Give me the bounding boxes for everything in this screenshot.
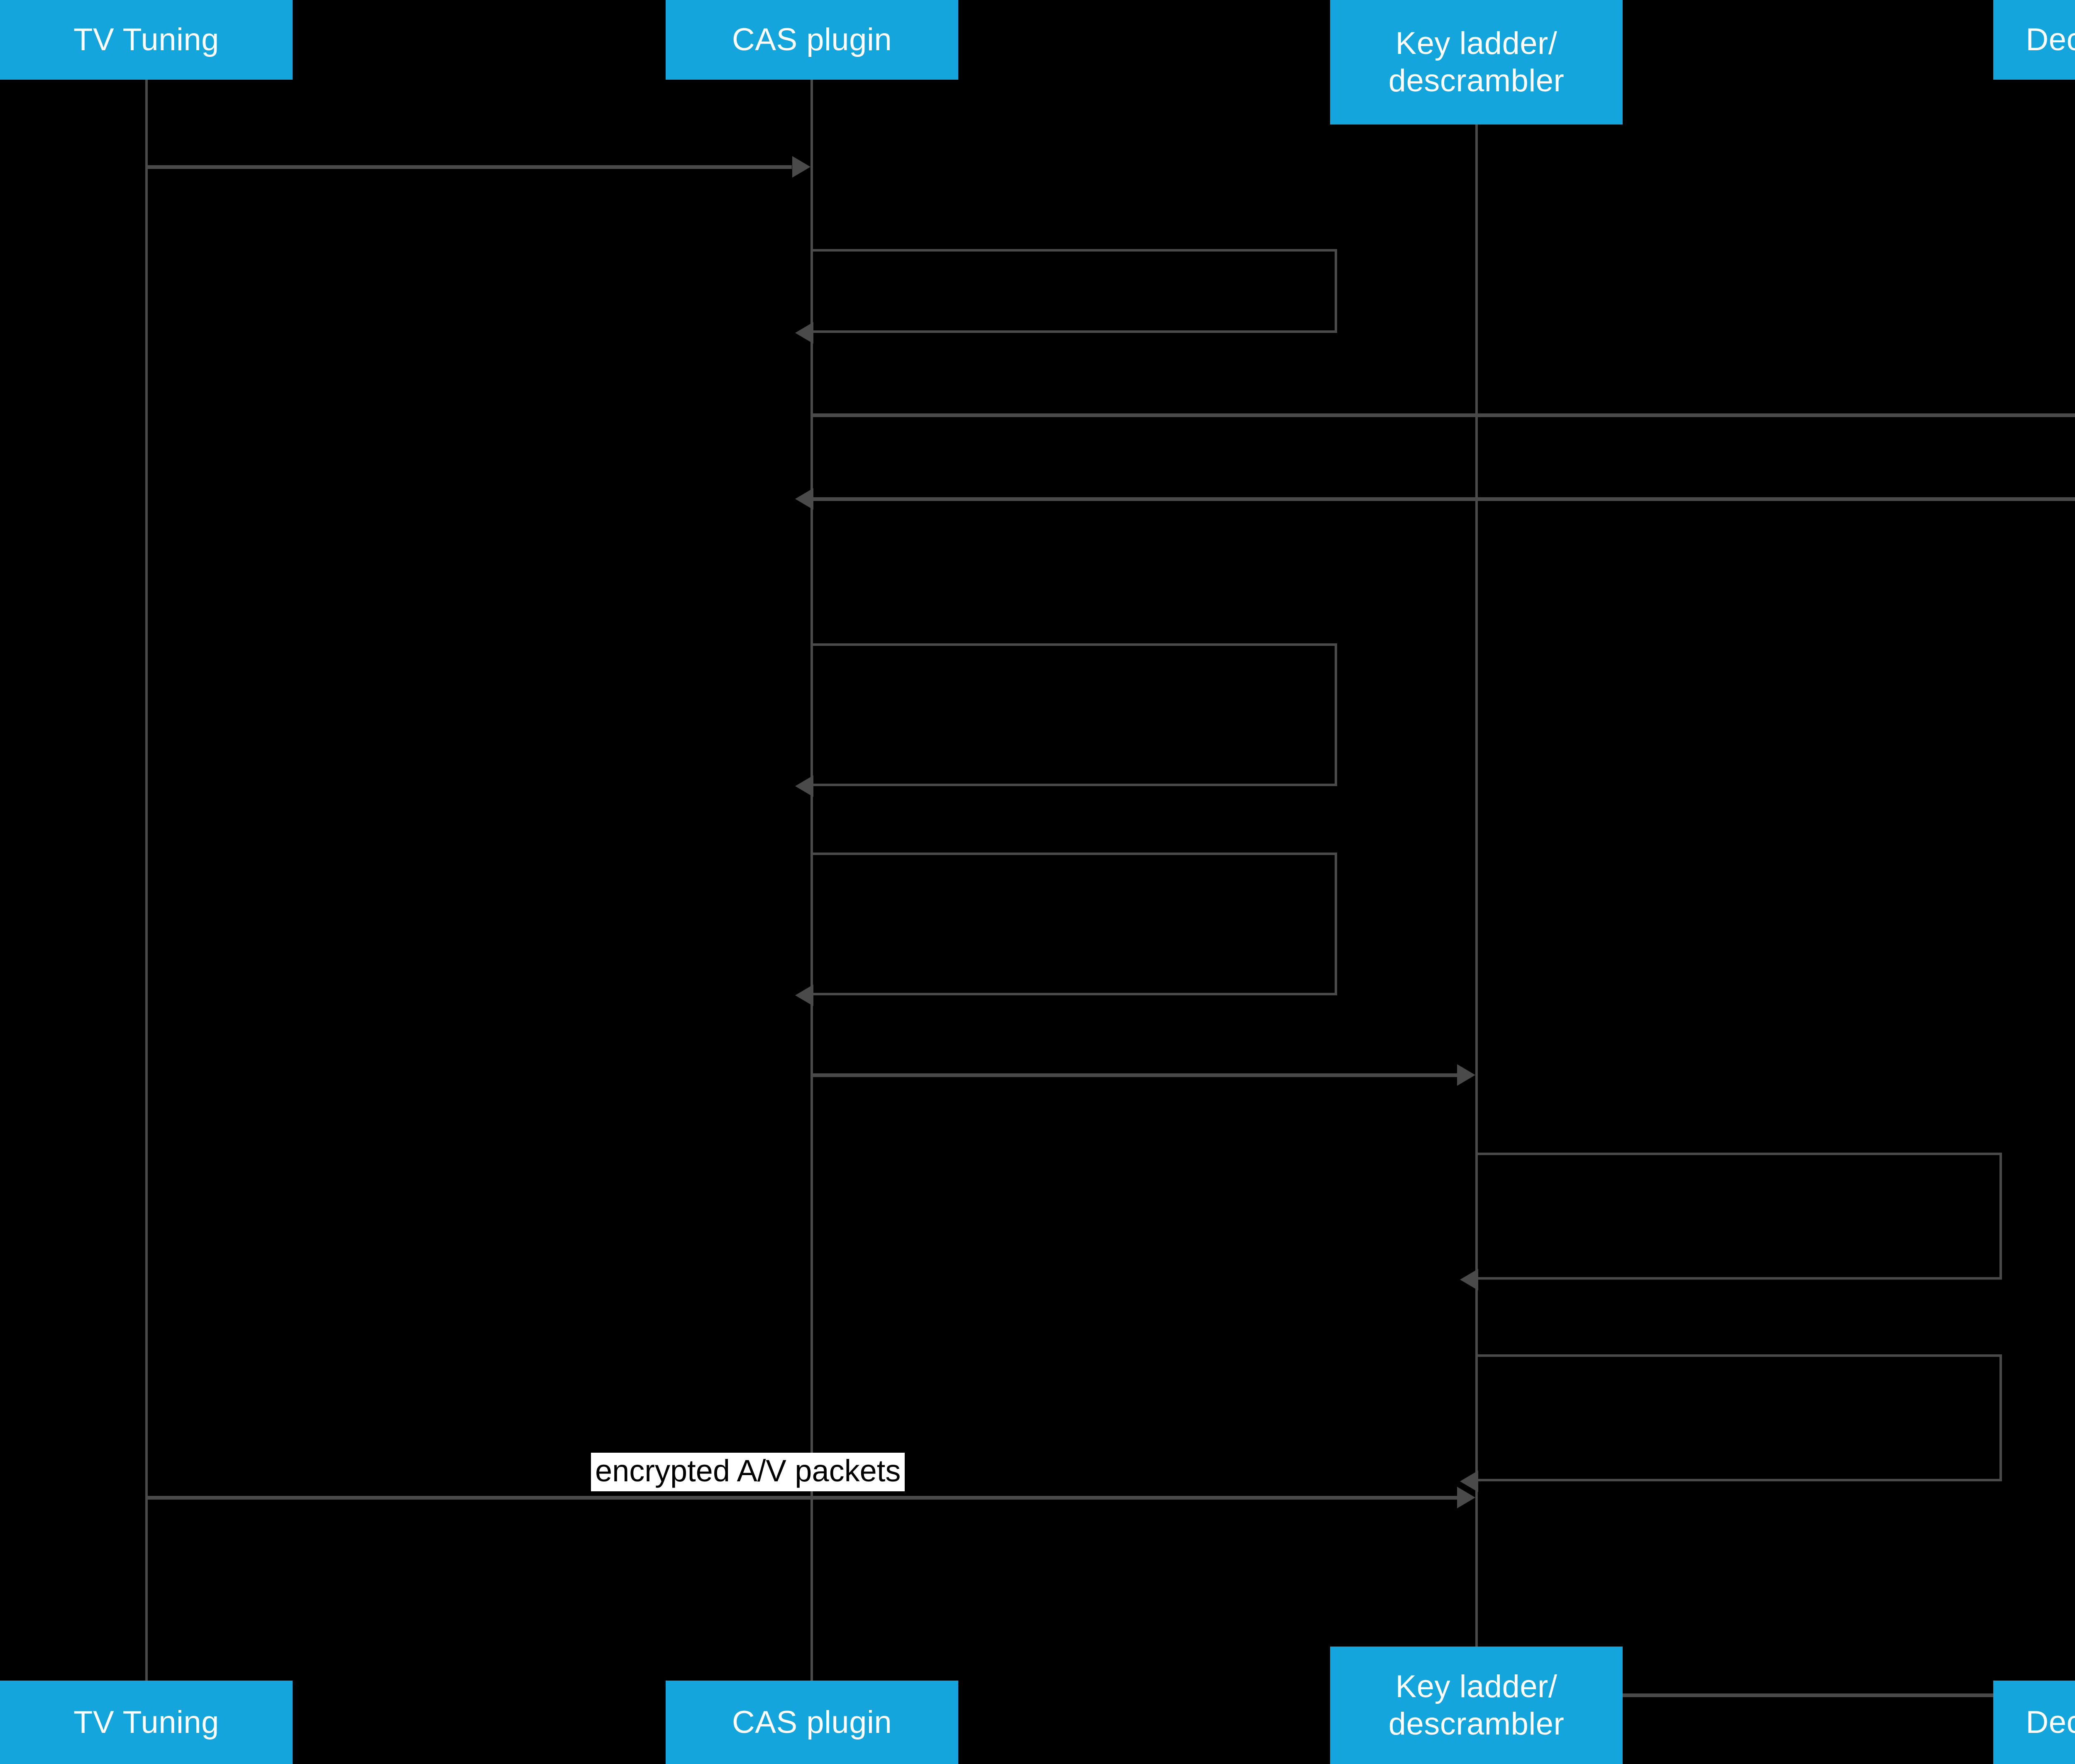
self-message-cas-plugin-1 [812,249,1337,333]
actor-header-key-ladder[interactable]: Key ladder/ descrambler [1330,0,1623,125]
actor-footer-key-ladder[interactable]: Key ladder/ descrambler [1330,1647,1623,1764]
self-message-arrowhead-cas-plugin-3 [795,985,813,1006]
message-arrowhead-ca-headend-to-cas-plugin [795,488,813,510]
actor-header-cas-plugin[interactable]: CAS plugin [666,0,958,80]
actor-header-decode[interactable]: Decode, display [1993,0,2075,80]
actor-footer-tv-tuning[interactable]: TV Tuning [0,1681,293,1764]
message-arrowhead-tv-tuning-to-key-ladder [1457,1487,1475,1508]
message-label-encrypted-av-packets: encrypted A/V packets [591,1453,905,1492]
self-message-key-ladder-2 [1477,1354,2002,1481]
message-line-key-ladder-to-decode [1477,1693,2075,1697]
lifeline-cas-plugin [810,80,813,1681]
actor-footer-cas-plugin[interactable]: CAS plugin [666,1681,958,1764]
message-arrowhead-cas-plugin-to-key-ladder [1457,1064,1475,1086]
message-line-cas-plugin-to-key-ladder [812,1073,1457,1077]
self-message-cas-plugin-2 [812,643,1337,786]
message-line-cas-plugin-to-ca-headend [812,413,2075,417]
self-message-arrowhead-key-ladder-1 [1460,1269,1478,1290]
self-message-arrowhead-cas-plugin-1 [795,322,813,344]
self-message-key-ladder-1 [1477,1153,2002,1280]
message-arrowhead-tv-tuning-to-cas-plugin [792,156,810,178]
message-line-tv-tuning-to-cas-plugin [146,165,792,169]
actor-header-tv-tuning[interactable]: TV Tuning [0,0,293,80]
message-line-tv-tuning-to-key-ladder [146,1496,1457,1500]
self-message-arrowhead-cas-plugin-2 [795,775,813,797]
self-message-cas-plugin-3 [812,853,1337,995]
actor-footer-decode[interactable]: Decode, display [1993,1681,2075,1764]
lifeline-tv-tuning [145,80,148,1681]
message-line-ca-headend-to-cas-plugin [812,497,2075,501]
lifeline-key-ladder [1475,125,1478,1647]
